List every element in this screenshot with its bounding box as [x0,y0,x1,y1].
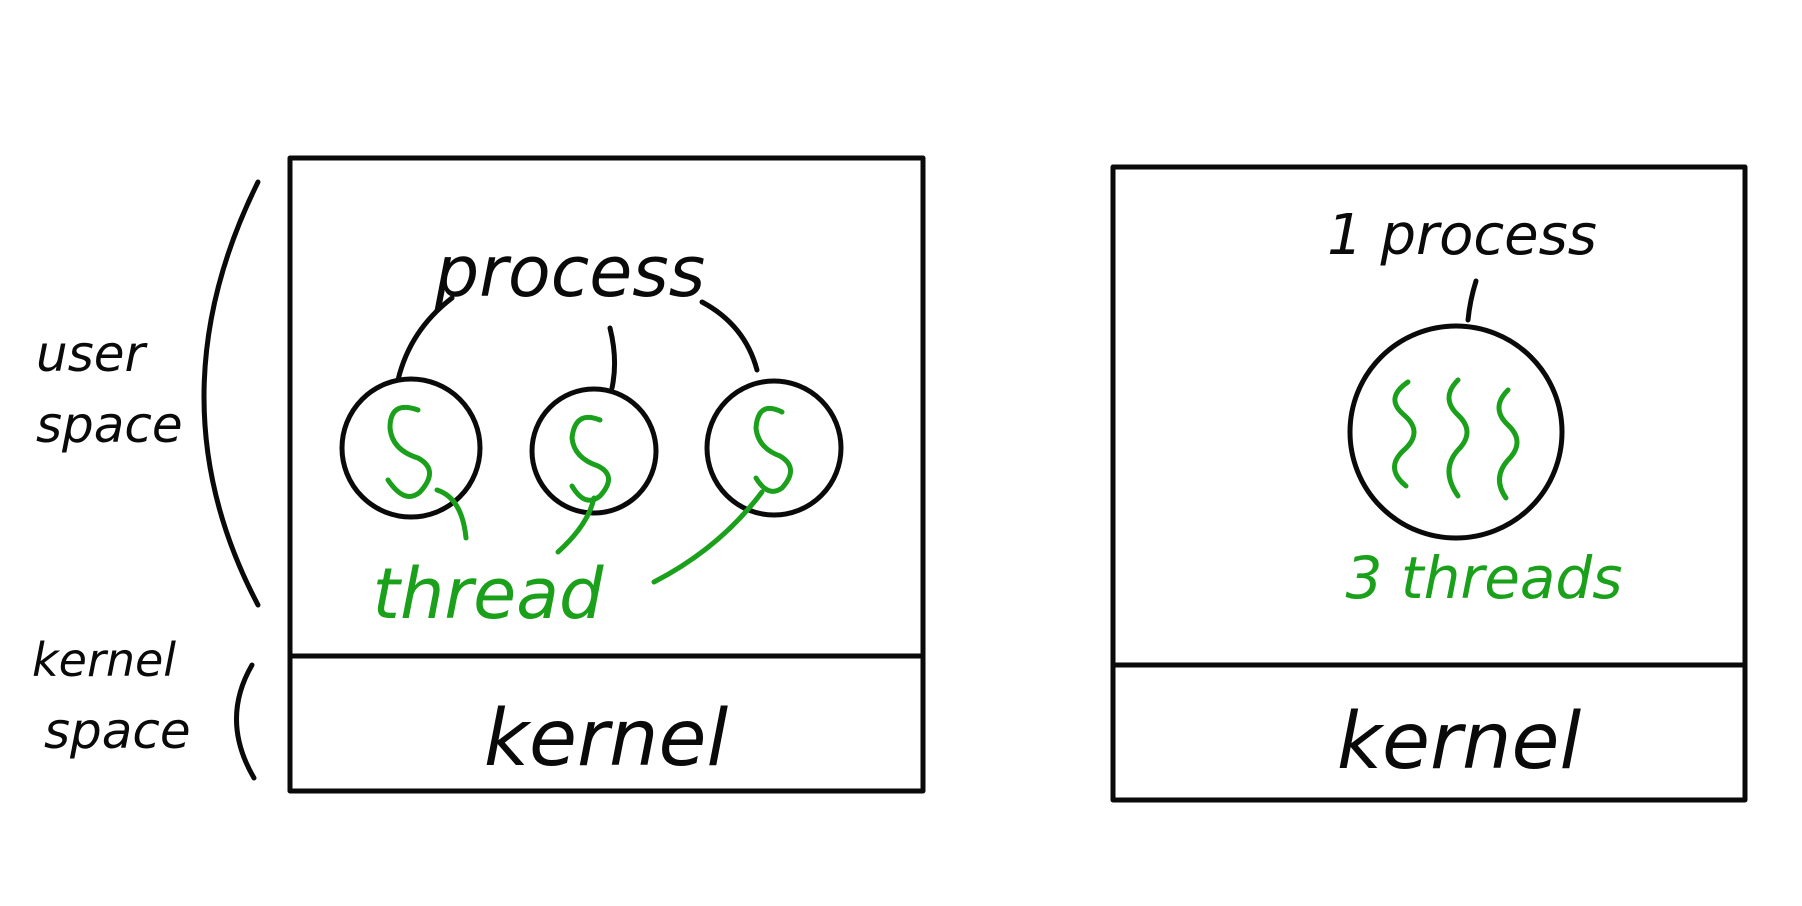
process-circle-2 [529,386,659,516]
left-thread-label: thread [373,553,605,635]
thread-squiggle-3 [753,406,793,494]
kernel-space-label-line1: kernel [32,633,176,687]
wavy-thread-1 [1392,379,1417,489]
left-system-box [287,155,926,794]
thread-squiggle-1 [385,404,432,499]
user-space-label-line1: user [36,325,149,383]
thread-connector-1 [434,487,469,541]
right-system-box [1110,164,1748,803]
process-circle-1 [339,376,483,520]
right-kernel-label: kernel [1337,697,1582,787]
right-threads-label: 3 threads [1346,544,1623,612]
thread-squiggle-2 [569,414,611,503]
right-process-label: 1 process [1327,203,1597,268]
kernel-space-label-line2: space [44,702,191,760]
right-process-connector [1465,278,1479,323]
process-connector-left [395,295,455,383]
thread-connector-3 [651,489,765,585]
right-diagram: kernel 1 process 3 threads [1110,164,1748,803]
left-kernel-label: kernel [484,694,729,784]
user-space-bracket [201,179,261,608]
process-connector-right [699,299,760,373]
kernel-space-bracket [234,662,257,781]
left-diagram: user space kernel space kernel process t… [32,155,926,794]
thread-connector-2 [555,495,597,555]
left-process-label: process [434,231,706,313]
process-connector-middle [607,325,618,391]
process-circle-3 [704,378,844,518]
right-process-circle [1347,323,1565,541]
wavy-thread-2 [1446,377,1470,499]
user-space-label-line2: space [36,396,183,454]
wavy-thread-3 [1496,387,1520,501]
